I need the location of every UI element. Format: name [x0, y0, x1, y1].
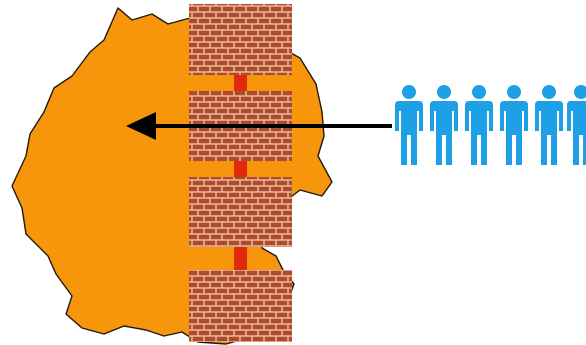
- person-icon: [567, 85, 586, 165]
- person-icon: [430, 85, 458, 165]
- person-icon: [395, 85, 423, 165]
- brick-wall-segment: [189, 270, 292, 342]
- person-icon: [465, 85, 493, 165]
- person-icon: [500, 85, 528, 165]
- brick-wall-segment: [189, 4, 292, 75]
- wall-gap-marker: [234, 160, 247, 177]
- people-group: [395, 85, 586, 165]
- brick-wall-segment: [189, 177, 292, 247]
- person-icon: [535, 85, 563, 165]
- wall-gap-marker: [234, 74, 247, 91]
- wall-gap-marker: [234, 247, 247, 270]
